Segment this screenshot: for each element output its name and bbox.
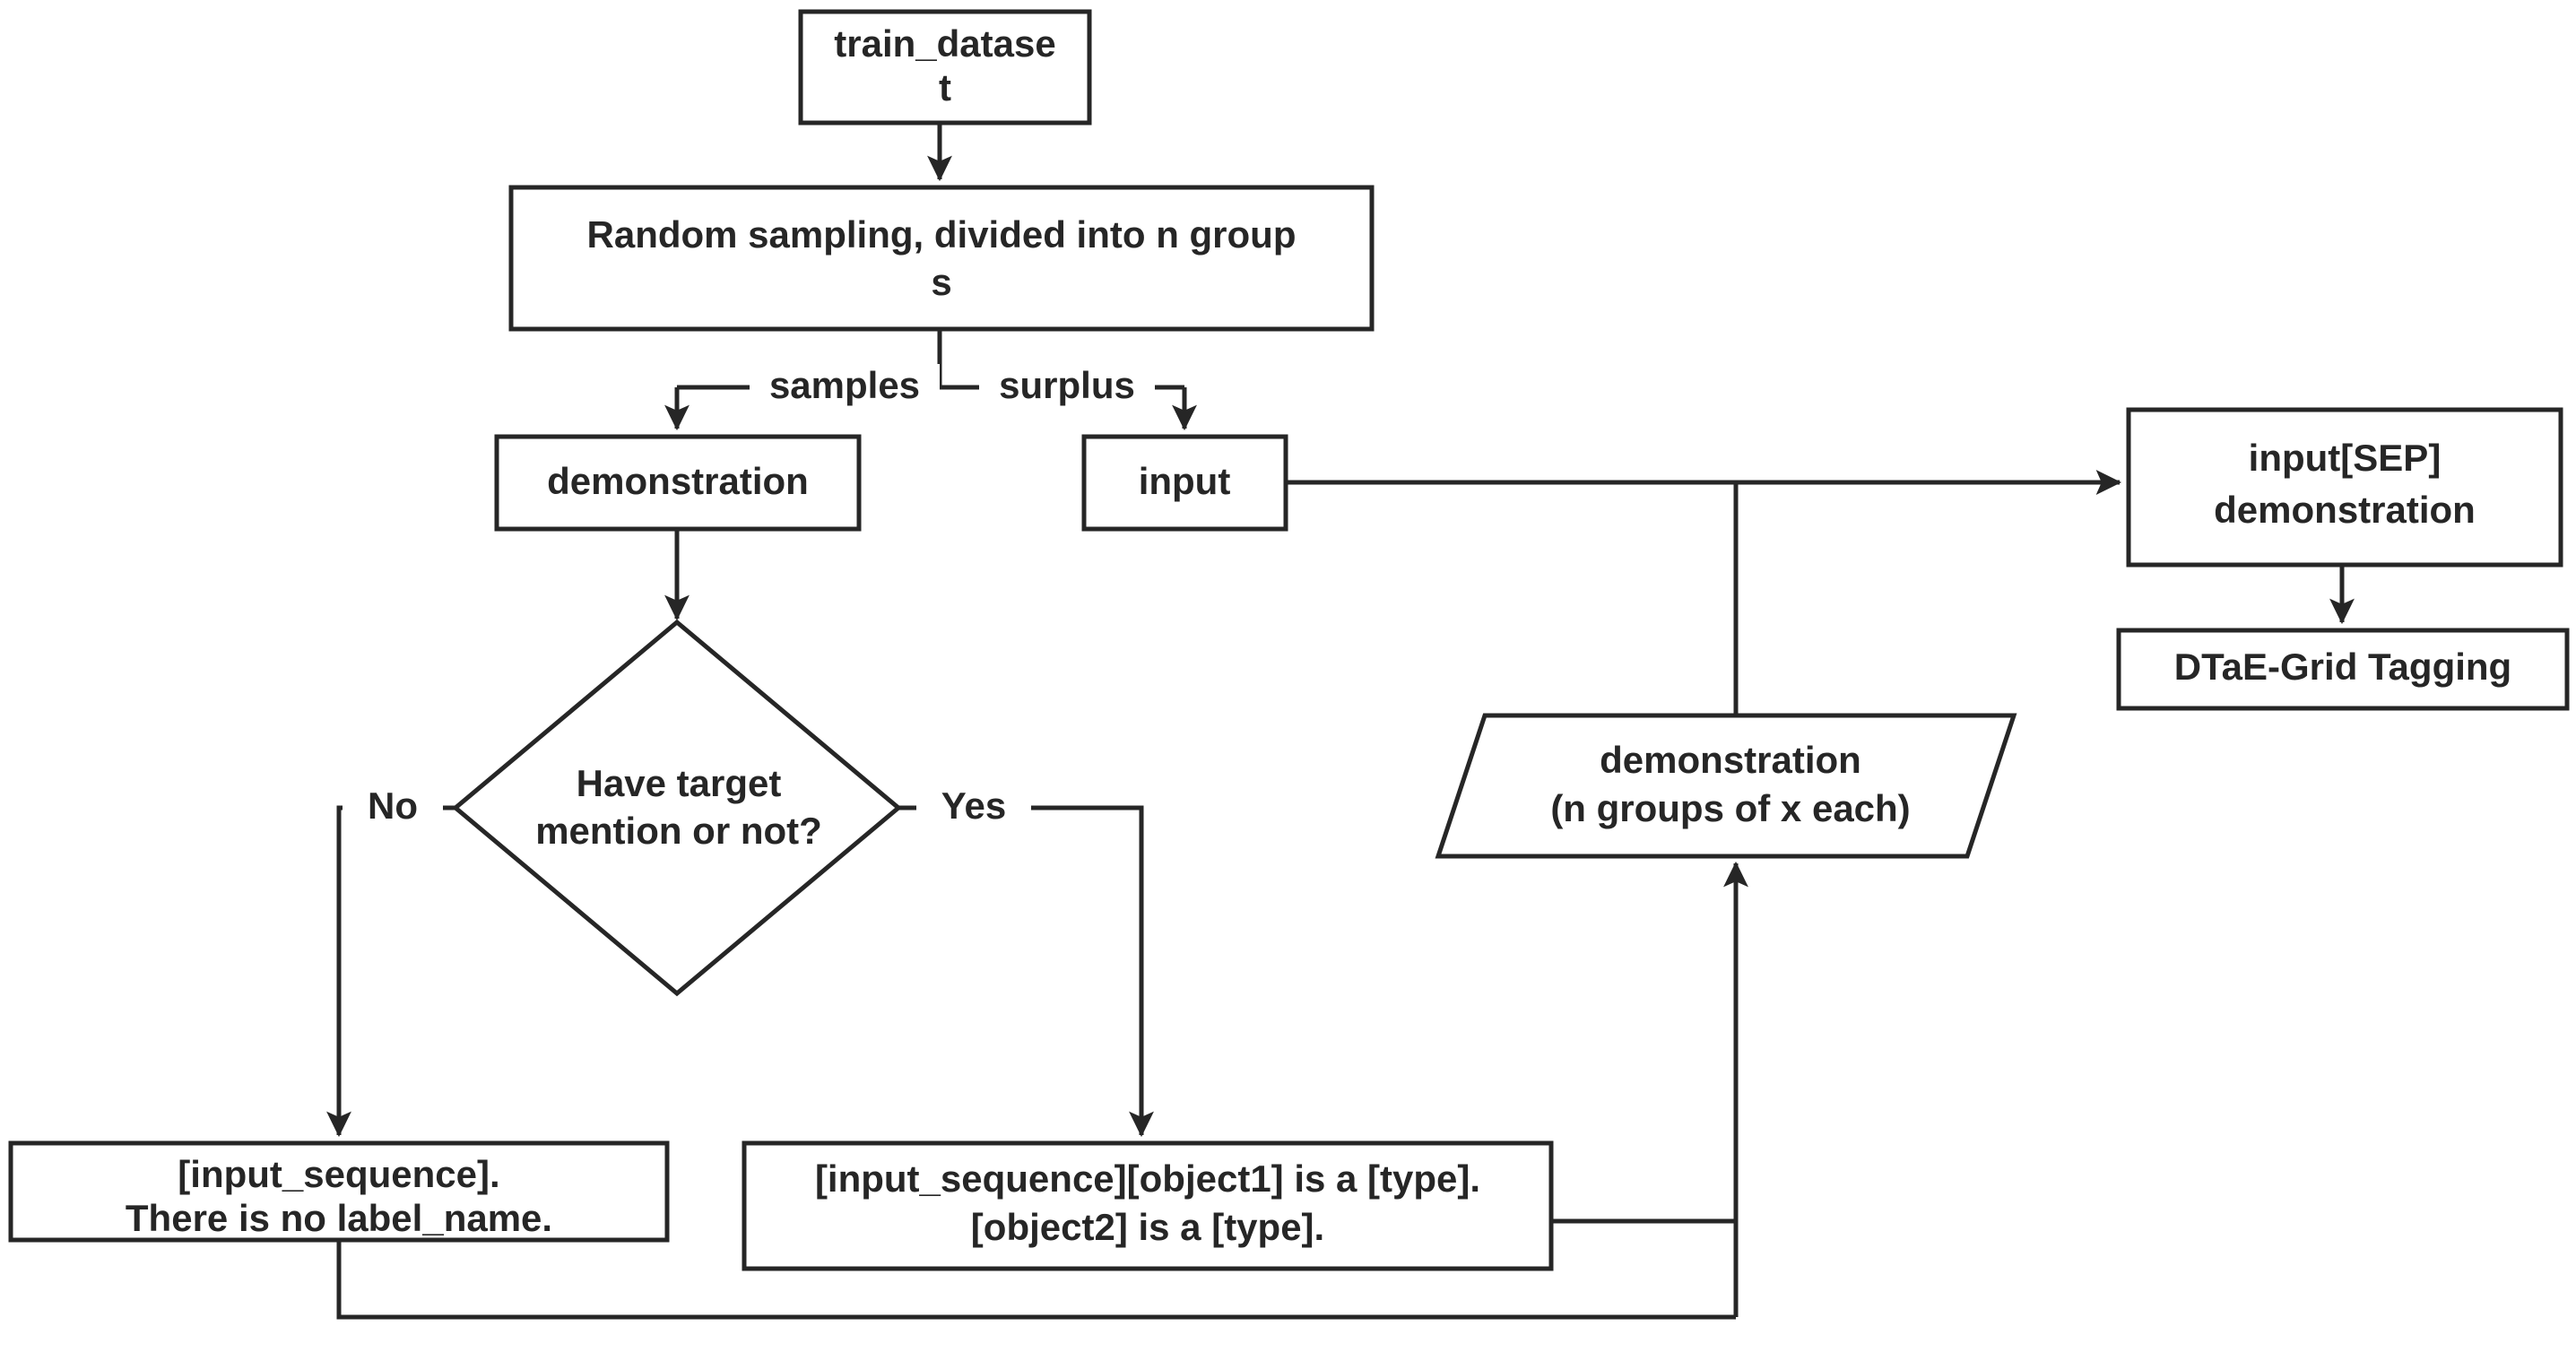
node-demonstration-groups[interactable]: demonstration (n groups of x each) (1435, 713, 2017, 859)
node-dtae-grid-tagging-label: DTaE-Grid Tagging (2174, 646, 2511, 688)
edge-label-no-text: No (368, 785, 418, 827)
node-input-shape (1081, 434, 1288, 532)
node-demonstration-groups-label-line1: demonstration (1600, 739, 1861, 781)
node-mention-template[interactable]: [input_sequence][object1] is a [type]. [… (742, 1140, 1554, 1271)
node-demonstration-groups-label-line2: (n groups of x each) (1550, 787, 1910, 829)
node-dtae-grid-tagging-shape (2116, 628, 2570, 711)
node-train-dataset[interactable]: train_datase t (798, 9, 1092, 126)
edge-label-samples-text: samples (769, 364, 920, 406)
node-have-target-mention-label-line1: Have target (577, 762, 782, 804)
edge-label-yes: Yes (916, 785, 1031, 831)
edge-no-branch (326, 805, 457, 1138)
node-demonstration-shape (494, 434, 862, 532)
node-input-sep-demonstration-label-line2: demonstration (2214, 489, 2476, 531)
node-demonstration-groups-shape (1435, 713, 2017, 859)
node-mention-template-label-line1: [input_sequence][object1] is a [type]. (815, 1157, 1480, 1200)
node-demonstration[interactable]: demonstration (494, 434, 862, 532)
edge-no-template-to-groups (336, 1240, 1736, 1320)
edge-label-yes-text: Yes (941, 785, 1006, 827)
edge-label-surplus-text: surplus (999, 364, 1135, 406)
edge-label-samples: samples (750, 364, 940, 411)
node-input-label: input (1139, 460, 1231, 502)
node-train-dataset-shape (798, 9, 1092, 126)
node-random-sampling-shape (508, 185, 1375, 332)
node-have-target-mention[interactable]: Have target mention or not? (452, 619, 902, 997)
node-random-sampling[interactable]: Random sampling, divided into n group s (508, 185, 1375, 332)
node-input-sep-demonstration-label-line1: input[SEP] (2249, 437, 2442, 479)
node-demonstration-label: demonstration (547, 460, 809, 502)
node-input-sep-demonstration[interactable]: input[SEP] demonstration (2126, 407, 2563, 568)
node-no-mention-template-shape (8, 1140, 670, 1243)
node-dtae-grid-tagging[interactable]: DTaE-Grid Tagging (2116, 628, 2570, 711)
node-no-mention-template[interactable]: [input_sequence]. There is no label_name… (8, 1140, 670, 1243)
edge-label-surplus: surplus (979, 364, 1155, 411)
node-have-target-mention-label-line2: mention or not? (535, 810, 822, 852)
node-no-mention-template-label-line1: [input_sequence]. (178, 1153, 499, 1195)
node-have-target-mention-shape (452, 619, 902, 997)
node-no-mention-template-label-line2: There is no label_name. (126, 1197, 552, 1239)
edge-label-no: No (343, 785, 443, 831)
node-input[interactable]: input (1081, 434, 1288, 532)
node-input-sep-demonstration-shape (2126, 407, 2563, 568)
node-train-dataset-label-line2: t (939, 66, 951, 108)
node-mention-template-label-line2: [object2] is a [type]. (971, 1206, 1324, 1248)
node-random-sampling-label-line2: s (931, 261, 951, 303)
edge-yes-branch (897, 805, 1154, 1138)
node-random-sampling-label-line1: Random sampling, divided into n group (587, 213, 1297, 256)
node-train-dataset-label-line1: train_datase (834, 22, 1055, 65)
node-mention-template-shape (742, 1140, 1554, 1271)
